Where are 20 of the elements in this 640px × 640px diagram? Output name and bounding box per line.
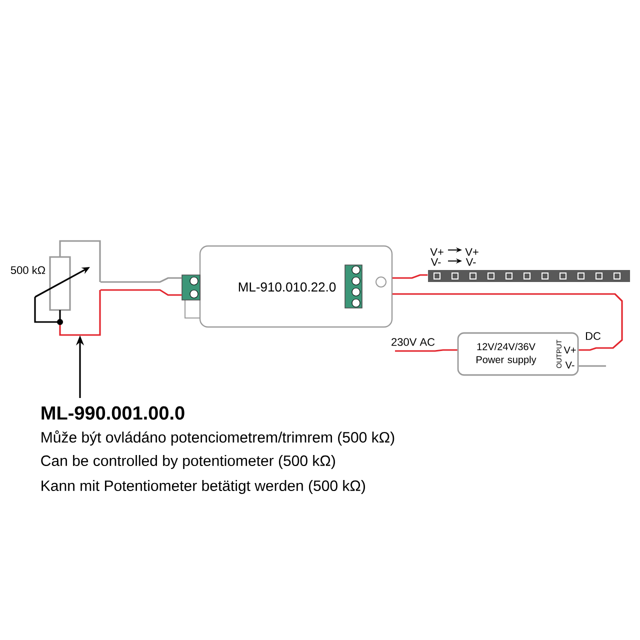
note-text: Může být ovládáno potenciometrem/trimrem (500 kΩ)	[42, 430, 394, 446]
wire	[392, 293, 623, 351]
edge-label: 230V AC	[392, 338, 435, 346]
controller-drawing: ML-910.010.22.0	[182, 245, 393, 328]
note-text: Can be controlled by potentiometer (500 kΩ)	[41, 455, 335, 469]
title: ML-990.001.00.0	[42, 406, 184, 420]
led-strip-drawing	[428, 270, 630, 282]
value-label: 500 kΩ	[10, 266, 46, 274]
potentiometer-drawing	[34, 240, 101, 336]
voltage-label: V-	[430, 258, 441, 266]
voltage-label: V+	[430, 248, 444, 256]
voltage-label: V-	[466, 258, 476, 266]
value-label: DC	[586, 332, 601, 340]
voltage-label: V+	[465, 248, 478, 256]
wire	[100, 289, 182, 296]
wire	[395, 349, 458, 352]
wire	[578, 365, 606, 367]
wire	[392, 274, 428, 279]
wire	[100, 277, 182, 283]
note-text: Kann mit Potentiometer betätigt werden (500 kΩ)	[42, 480, 365, 494]
